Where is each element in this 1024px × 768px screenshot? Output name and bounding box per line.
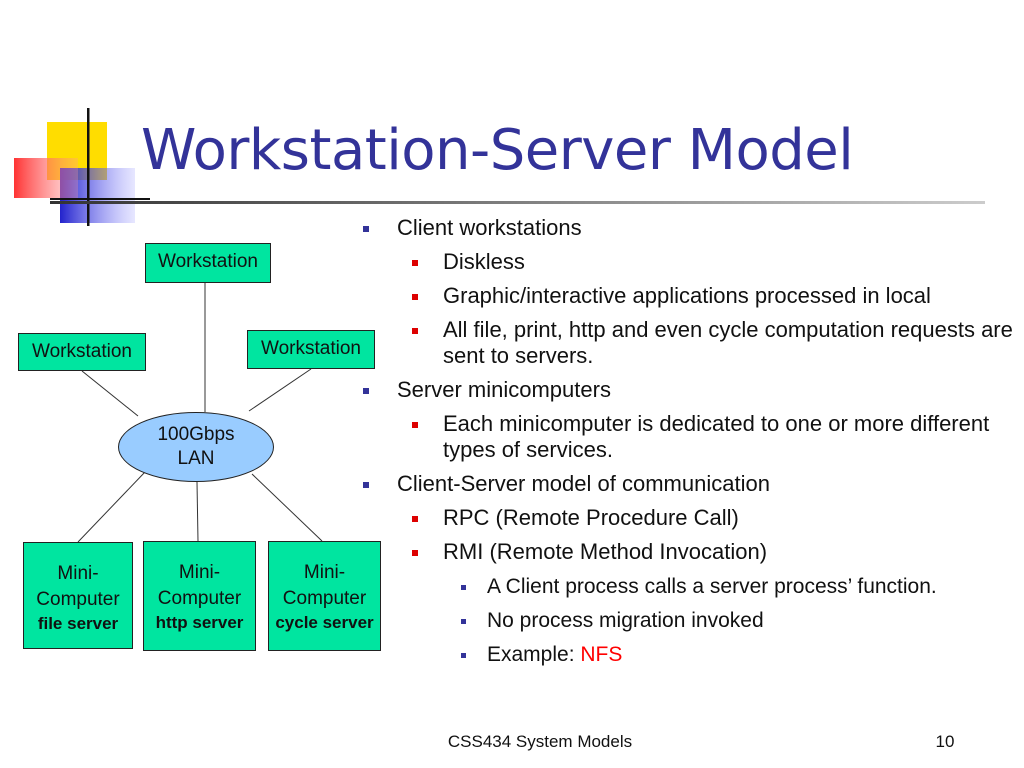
square-bullet-icon <box>412 328 418 334</box>
square-bullet-icon <box>461 585 466 590</box>
square-bullet-icon <box>363 226 369 232</box>
square-bullet-icon <box>363 388 369 394</box>
bullet-text: Each minicomputer is dedicated to one or… <box>443 411 990 462</box>
server-line1: Mini- <box>303 562 346 583</box>
bullet-text: All file, print, http and even cycle com… <box>443 317 1013 368</box>
bullet-text: No process migration invoked <box>487 609 764 632</box>
square-bullet-icon <box>412 550 418 556</box>
square-bullet-icon <box>461 619 466 624</box>
slide-logo-decoration <box>14 108 150 226</box>
bullet-each-mini: Each minicomputer is dedicated to one or… <box>355 411 1020 463</box>
bullet-text: Graphic/interactive applications process… <box>443 283 931 308</box>
connector-left-workstation <box>81 370 139 417</box>
square-bullet-icon <box>412 260 418 266</box>
server-line1: Mini- <box>178 562 221 583</box>
workstation-label: Workstation <box>32 341 132 362</box>
cycle-server-box: Mini- Computer cycle server <box>268 541 381 651</box>
bullet-text: Server minicomputers <box>397 377 611 402</box>
bullet-text: Client-Server model of communication <box>397 471 770 496</box>
server-role: file server <box>37 614 119 633</box>
server-line2: Computer <box>36 589 120 610</box>
bullet-no-migration: No process migration invoked <box>355 608 1020 633</box>
bullet-server-minicomputers: Server minicomputers <box>355 377 1020 403</box>
server-role: http server <box>155 613 244 632</box>
server-role: cycle server <box>275 613 374 632</box>
bullet-text: A Client process calls a server process’… <box>487 575 937 598</box>
bullet-client-process: A Client process calls a server process’… <box>355 574 1020 599</box>
square-bullet-icon <box>412 516 418 522</box>
lan-label: LAN <box>177 448 215 469</box>
bullet-text: Diskless <box>443 249 525 274</box>
slide-page-number: 10 <box>935 732 955 751</box>
workstation-left: Workstation <box>18 333 146 371</box>
bullet-rpc: RPC (Remote Procedure Call) <box>355 505 1020 531</box>
connector-right-workstation <box>248 368 312 412</box>
title-underline <box>50 201 985 204</box>
bullet-all-file: All file, print, http and even cycle com… <box>355 317 1020 369</box>
bullet-rmi: RMI (Remote Method Invocation) <box>355 539 1020 565</box>
server-line2: Computer <box>157 588 242 609</box>
bullet-client-server: Client-Server model of communication <box>355 471 1020 497</box>
workstation-label: Workstation <box>158 251 258 272</box>
slide-title: Workstation-Server Model <box>141 118 854 183</box>
square-bullet-icon <box>412 422 418 428</box>
footer-course-title: CSS434 System Models <box>447 732 633 751</box>
bullet-text: RPC (Remote Procedure Call) <box>443 505 739 530</box>
workstation-right: Workstation <box>247 330 375 369</box>
connector-cycle-server <box>251 473 323 542</box>
bullet-client-workstations: Client workstations <box>355 215 1020 241</box>
workstation-top: Workstation <box>145 243 271 283</box>
bullet-list: Client workstations Diskless Graphic/int… <box>355 207 1020 667</box>
example-nfs: NFS <box>580 643 623 666</box>
bullet-text: Client workstations <box>397 215 582 240</box>
http-server-box: Mini- Computer http server <box>143 541 256 651</box>
server-line1: Mini- <box>57 563 99 584</box>
bullet-text: RMI (Remote Method Invocation) <box>443 539 768 564</box>
lan-speed: 100Gbps <box>157 424 235 445</box>
square-bullet-icon <box>412 294 418 300</box>
square-bullet-icon <box>363 482 369 488</box>
lan-node: 100Gbps LAN <box>118 412 274 482</box>
connector-file-server <box>77 471 146 543</box>
square-bullet-icon <box>461 653 466 658</box>
file-server-box: Mini- Computer file server <box>23 542 133 649</box>
bullet-diskless: Diskless <box>355 249 1020 275</box>
bullet-example: Example: NFS <box>355 642 1020 667</box>
connector-http-server <box>196 481 199 542</box>
example-label: Example: <box>487 643 581 666</box>
server-line2: Computer <box>282 588 367 609</box>
workstation-label: Workstation <box>261 338 361 359</box>
bullet-graphic: Graphic/interactive applications process… <box>355 283 1020 309</box>
